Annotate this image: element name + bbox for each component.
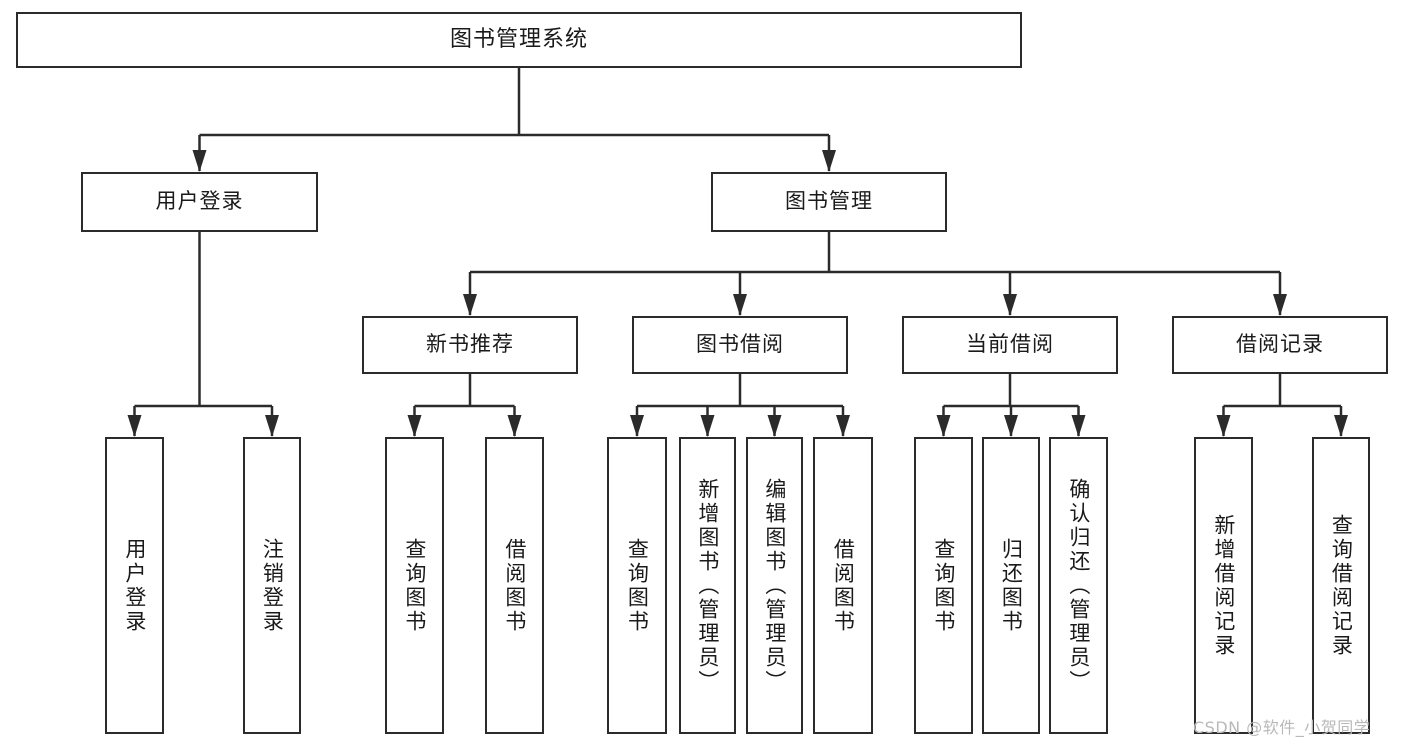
node-label: 图书借阅 xyxy=(696,332,784,357)
node-leaf-query-book-borrow[interactable]: 查询图书 xyxy=(607,437,667,734)
arrowhead-icon xyxy=(265,415,279,437)
arrowhead-icon xyxy=(407,415,422,437)
node-label: 用户登录 xyxy=(155,189,244,214)
node-leaf-query-book-rec[interactable]: 查询图书 xyxy=(385,437,444,734)
node-leaf-query-book-current[interactable]: 查询图书 xyxy=(914,437,973,734)
node-leaf-query-borrow-record[interactable]: 查询借阅记录 xyxy=(1312,437,1370,734)
node-label: 借阅图书 xyxy=(502,537,527,634)
node-label: 新增借阅记录 xyxy=(1211,513,1236,658)
node-new-book-recommend[interactable]: 新书推荐 xyxy=(362,316,578,374)
node-book-manage[interactable]: 图书管理 xyxy=(711,172,947,232)
node-leaf-user-login[interactable]: 用户登录 xyxy=(105,437,164,734)
node-leaf-add-borrow-record[interactable]: 新增借阅记录 xyxy=(1194,437,1253,734)
node-label: 用户登录 xyxy=(122,537,147,634)
node-leaf-borrow-book-rec[interactable]: 借阅图书 xyxy=(485,437,544,734)
node-leaf-confirm-return-admin[interactable]: 确认归还（管理员） xyxy=(1049,437,1108,734)
node-root[interactable]: 图书管理系统 xyxy=(16,12,1022,68)
arrowhead-icon xyxy=(192,150,207,172)
node-label: 图书管理 xyxy=(785,189,873,214)
node-book-borrow[interactable]: 图书借阅 xyxy=(632,316,848,374)
node-borrow-record[interactable]: 借阅记录 xyxy=(1172,316,1388,374)
arrowhead-icon xyxy=(463,294,477,316)
node-label: 查询图书 xyxy=(402,537,427,634)
arrowhead-icon xyxy=(936,415,951,437)
arrowhead-icon xyxy=(1334,415,1348,437)
arrowhead-icon xyxy=(822,150,836,172)
arrowhead-icon xyxy=(767,415,782,437)
arrowhead-icon xyxy=(836,415,850,437)
arrowhead-icon xyxy=(1216,415,1231,437)
node-leaf-user-logout[interactable]: 注销登录 xyxy=(243,437,301,734)
arrowhead-icon xyxy=(1003,294,1017,316)
node-leaf-add-book-admin[interactable]: 新增图书（管理员） xyxy=(679,437,736,734)
node-leaf-return-book[interactable]: 归还图书 xyxy=(982,437,1040,734)
node-label: 注销登录 xyxy=(260,537,285,634)
arrowhead-icon xyxy=(1071,415,1086,437)
arrowhead-icon xyxy=(733,294,747,316)
arrowhead-icon xyxy=(127,415,142,437)
node-label: 编辑图书（管理员） xyxy=(762,477,787,694)
arrowhead-icon xyxy=(630,415,644,437)
node-current-borrow[interactable]: 当前借阅 xyxy=(902,316,1118,374)
node-label: 查询图书 xyxy=(931,537,956,634)
node-label: 借阅记录 xyxy=(1236,332,1324,357)
node-leaf-borrow-book[interactable]: 借阅图书 xyxy=(813,437,873,734)
arrowhead-icon xyxy=(1004,415,1018,437)
node-label: 查询图书 xyxy=(625,537,650,634)
arrowhead-icon xyxy=(1273,294,1287,316)
csdn-watermark: CSDN @软件_小贺同学 xyxy=(1193,718,1371,737)
node-label: 新书推荐 xyxy=(426,332,514,357)
arrowhead-icon xyxy=(507,415,522,437)
node-label: 确认归还（管理员） xyxy=(1066,477,1091,694)
node-label: 当前借阅 xyxy=(966,332,1054,357)
node-label: 查询借阅记录 xyxy=(1329,513,1354,658)
node-label: 借阅图书 xyxy=(831,537,856,634)
node-label: 新增图书（管理员） xyxy=(695,477,720,694)
node-label: 归还图书 xyxy=(999,537,1024,634)
node-label: 图书管理系统 xyxy=(449,26,588,52)
arrowhead-icon xyxy=(700,415,715,437)
node-user-login[interactable]: 用户登录 xyxy=(81,172,318,232)
node-leaf-edit-book-admin[interactable]: 编辑图书（管理员） xyxy=(746,437,803,734)
